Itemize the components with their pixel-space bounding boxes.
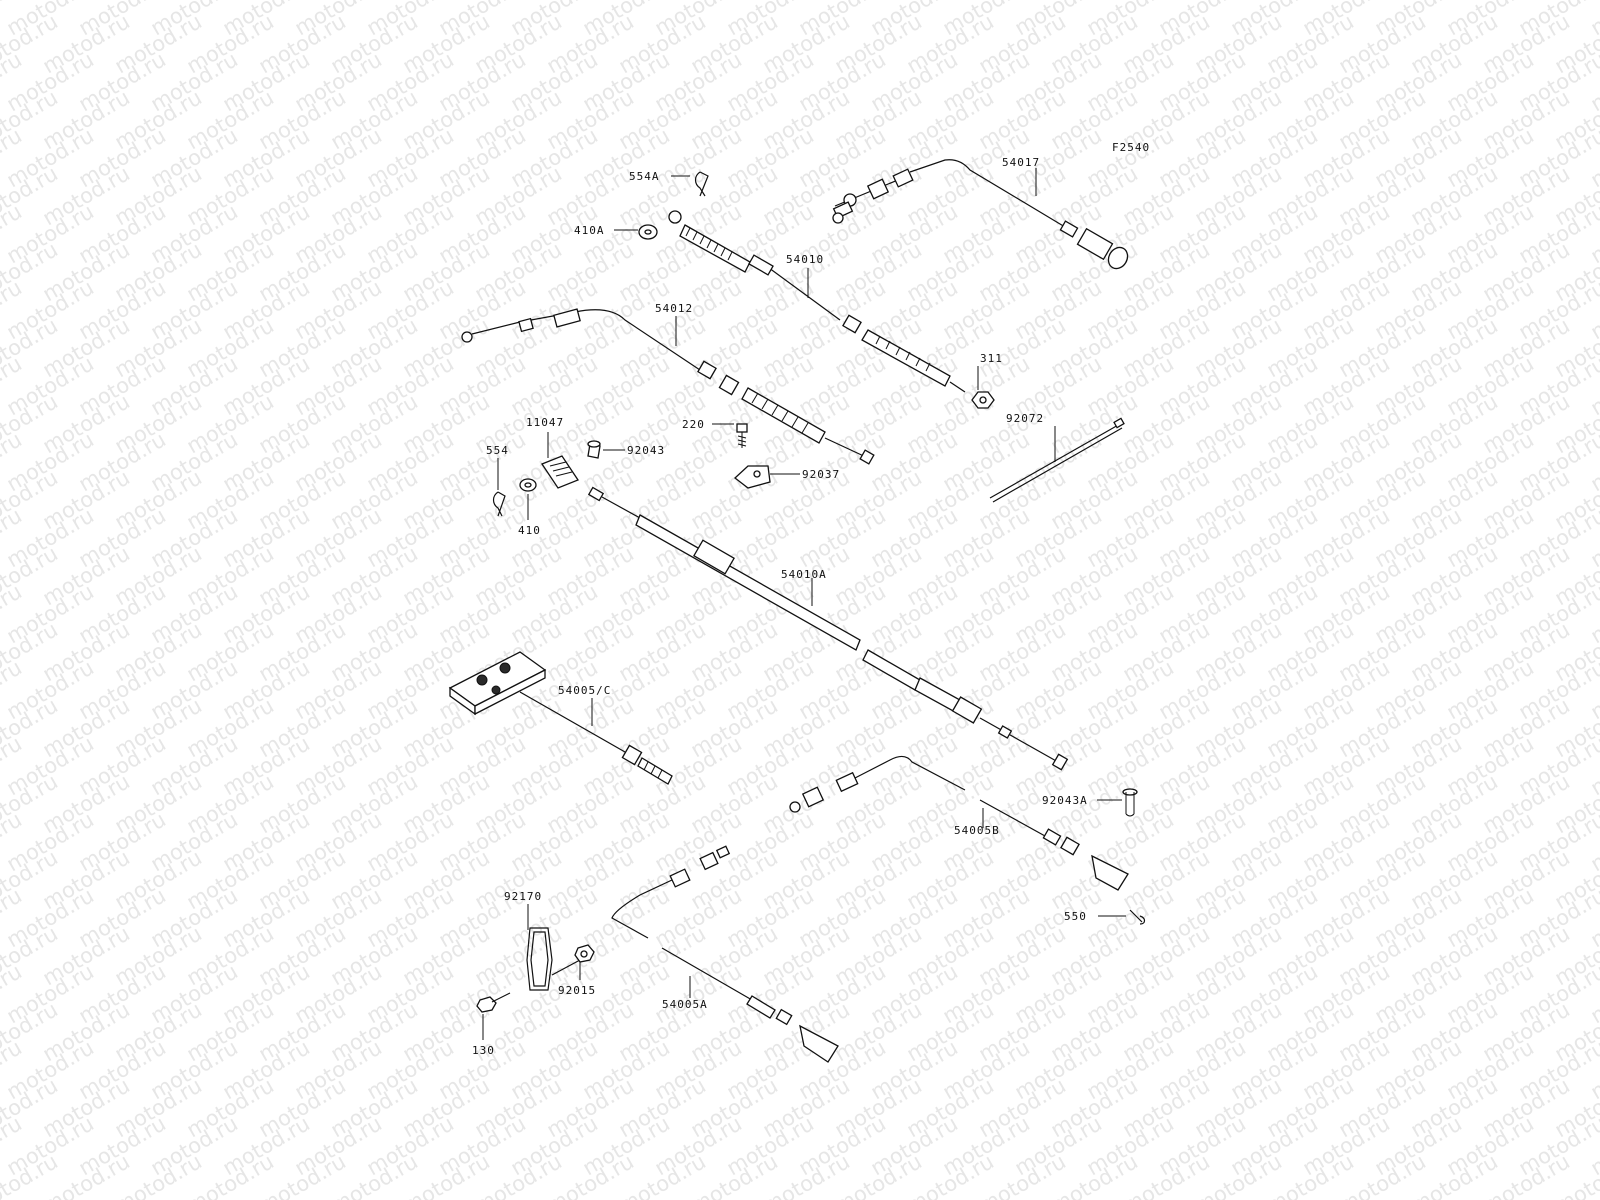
label-554[interactable]: 554 bbox=[486, 444, 509, 457]
holder-11047[interactable] bbox=[541, 455, 579, 489]
cotter-pin-554A[interactable] bbox=[694, 171, 709, 197]
washer-410A[interactable] bbox=[638, 224, 658, 240]
clamp-92037[interactable] bbox=[733, 465, 771, 489]
cable-54005A[interactable] bbox=[611, 845, 839, 1063]
label-11047[interactable]: 11047 bbox=[526, 416, 564, 429]
label-130[interactable]: 130 bbox=[472, 1044, 495, 1057]
label-54005B[interactable]: 54005B bbox=[954, 824, 1000, 837]
label-54017[interactable]: 54017 bbox=[1002, 156, 1040, 169]
label-554A[interactable]: 554A bbox=[629, 170, 660, 183]
nut-92015[interactable] bbox=[574, 944, 595, 963]
label-54010A[interactable]: 54010A bbox=[781, 568, 827, 581]
label-92043[interactable]: 92043 bbox=[627, 444, 665, 457]
cotter-pin-554[interactable] bbox=[492, 491, 506, 517]
cable-54005-c[interactable] bbox=[448, 651, 673, 785]
label-54012[interactable]: 54012 bbox=[655, 302, 693, 315]
label-311[interactable]: 311 bbox=[980, 352, 1003, 365]
pin-92043[interactable] bbox=[587, 440, 601, 459]
label-54010[interactable]: 54010 bbox=[786, 253, 824, 266]
band-92170[interactable] bbox=[526, 927, 581, 991]
cable-54017[interactable] bbox=[832, 159, 1131, 272]
pin-92043A[interactable] bbox=[1122, 788, 1138, 817]
label-54005A[interactable]: 54005A bbox=[662, 998, 708, 1011]
cable-54005B[interactable] bbox=[789, 755, 1129, 891]
bolt-130[interactable] bbox=[476, 992, 511, 1013]
label-54005C[interactable]: 54005/C bbox=[558, 684, 611, 697]
label-550[interactable]: 550 bbox=[1064, 910, 1087, 923]
nut-311[interactable] bbox=[971, 391, 995, 409]
label-220[interactable]: 220 bbox=[682, 418, 705, 431]
pin-550[interactable] bbox=[1129, 909, 1146, 925]
label-410[interactable]: 410 bbox=[518, 524, 541, 537]
bolt-220[interactable] bbox=[736, 423, 748, 448]
cable-54010[interactable] bbox=[668, 210, 966, 393]
label-92037[interactable]: 92037 bbox=[802, 468, 840, 481]
cable-54012[interactable] bbox=[461, 308, 875, 465]
washer-410[interactable] bbox=[519, 478, 537, 492]
part-labels: F2540 54017 554A 410A 54010 54012 311 92… bbox=[472, 141, 1150, 1057]
label-92170[interactable]: 92170 bbox=[504, 890, 542, 903]
leader-lines bbox=[482, 168, 1126, 1040]
label-92043A[interactable]: 92043A bbox=[1042, 794, 1088, 807]
label-92072[interactable]: 92072 bbox=[1006, 412, 1044, 425]
label-410A[interactable]: 410A bbox=[574, 224, 605, 237]
cable-54010A[interactable] bbox=[587, 486, 1069, 771]
label-92015[interactable]: 92015 bbox=[558, 984, 596, 997]
figure-code: F2540 bbox=[1112, 141, 1150, 154]
